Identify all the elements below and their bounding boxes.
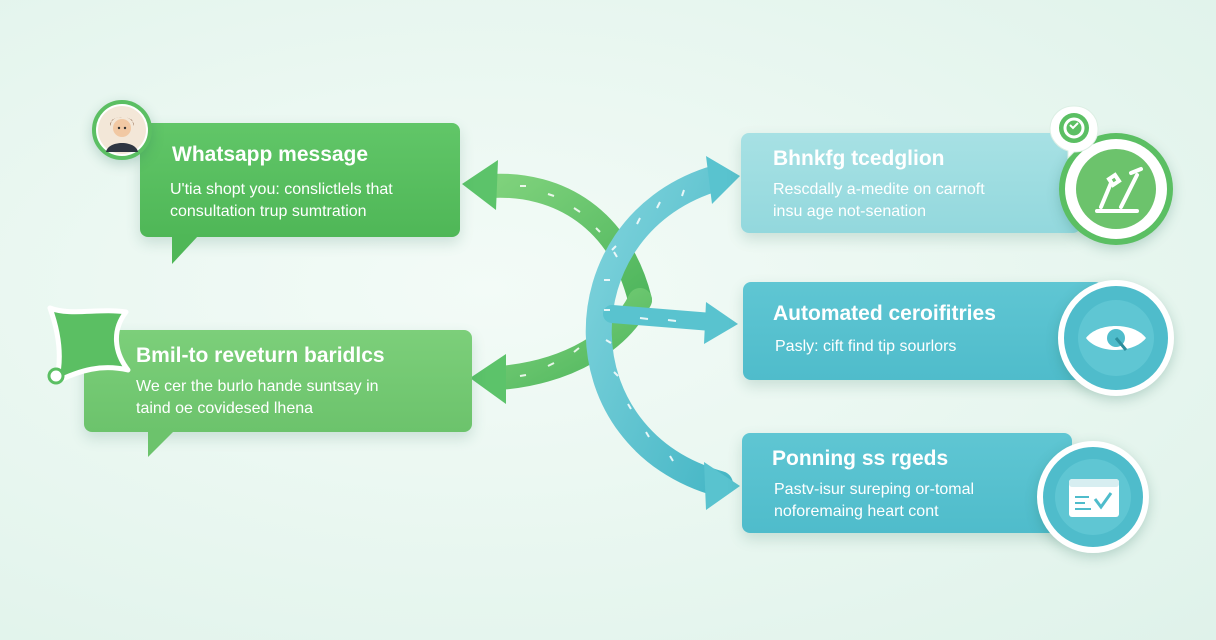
card-body-line: noforemaing heart cont — [774, 503, 939, 520]
arrowhead-ponning — [704, 462, 740, 510]
arrow-to-blinking — [585, 167, 733, 497]
card-body-line: taind oe covidesed lhena — [136, 400, 314, 417]
arrow-to-whatsapp — [478, 173, 652, 312]
card-body-line: Pasly: cift find tip sourlors — [775, 338, 957, 355]
speech-tail — [172, 236, 198, 264]
arrowhead-blinking — [706, 156, 740, 204]
card-ponning[interactable]: Ponning ss rgeds Pastv-isur sureping or-… — [742, 433, 1072, 533]
star-sticker-icon — [40, 300, 136, 390]
card-body-line: U'tia shopt you: conslictlels that — [170, 181, 393, 198]
browser-window-icon — [1037, 441, 1149, 553]
arrowhead-automated — [704, 302, 738, 344]
card-revenue[interactable]: Bmil-to reveturn baridlcs We cer the bur… — [84, 330, 472, 432]
card-body-line: Pastv-isur sureping or-tomal — [774, 481, 975, 498]
card-body-line: consultation trup sumtration — [170, 203, 367, 220]
user-avatar-icon — [92, 100, 152, 160]
arrow-to-automated — [603, 305, 721, 331]
card-title: Bmil-to reveturn baridlcs — [136, 344, 385, 367]
card-whatsapp-message[interactable]: Whatsapp message U'tia shopt you: consli… — [140, 123, 460, 237]
arrowhead-whatsapp — [462, 160, 498, 210]
card-blinking[interactable]: Bhnkfg tcedglion Rescdally a-medite on c… — [741, 133, 1081, 233]
whatsapp-icon — [1046, 102, 1102, 160]
card-title: Whatsapp message — [172, 143, 369, 166]
card-body-line: We cer the burlo hande suntsay in — [136, 378, 379, 395]
card-body-line: Rescdally a-medite on carnoft — [773, 181, 985, 198]
card-automated[interactable]: Automated ceroifitries Pasly: cift find … — [743, 282, 1103, 380]
card-body-line: insu age not-senation — [773, 203, 926, 220]
arrowhead-revenue — [470, 354, 506, 404]
eye-icon — [1058, 280, 1174, 396]
card-title: Ponning ss rgeds — [772, 447, 949, 470]
speech-tail — [148, 431, 174, 457]
card-title: Automated ceroifitries — [773, 302, 996, 325]
card-title: Bhnkfg tcedglion — [773, 147, 945, 170]
